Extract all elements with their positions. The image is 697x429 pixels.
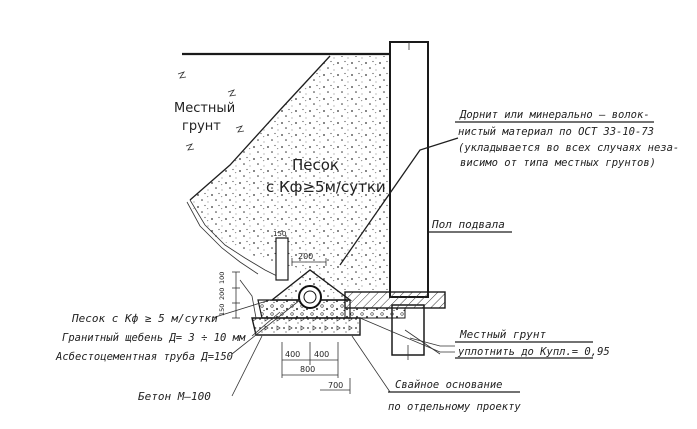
dim-400-left: 400 (285, 350, 300, 359)
sand-backfill (186, 55, 390, 290)
dim-700: 700 (328, 381, 343, 390)
concrete-label: Бетон М–100 (138, 390, 211, 403)
left-dimension-marks (232, 271, 257, 319)
local-soil-top-label: Местный грунт (174, 101, 239, 134)
drain-assembly (251, 237, 361, 336)
foundation-wall (389, 41, 429, 360)
dim-200: 200 (298, 252, 313, 261)
soil-symbols (177, 71, 245, 151)
dim-800: 800 (300, 365, 315, 374)
pile-project-label: по отдельному проекту (388, 401, 521, 413)
sand-main-label: Песок с Кф≥5м/сутки (266, 156, 386, 196)
dim-400-right: 400 (314, 350, 329, 359)
dim-150: 150 (273, 230, 286, 238)
compact-label: уплотнить до Купл.= 0,95 (457, 346, 610, 358)
asbestos-pipe-label: Асбестоцементная труба Д=150 (55, 351, 233, 363)
local-soil-bottom-label: Местный грунт (459, 328, 546, 341)
sand-kf-label: Песок с Кф ≥ 5 м/сутки (71, 312, 218, 325)
basement-floor-label: Пол подвала (431, 218, 505, 231)
dornit-label: Дорнит или минерально – волок- нистый ма… (458, 109, 686, 169)
bottom-dimension-lines (281, 342, 351, 394)
pile-label: Свайное основание (395, 379, 502, 391)
dim-left-2: 200 (218, 288, 226, 300)
leader-lines (211, 121, 654, 397)
granite-label: Гранитный щебень Д= 3 ÷ 10 мм (62, 332, 246, 344)
basement-floor-slab (344, 231, 512, 319)
dim-left-1: 100 (218, 272, 226, 284)
dim-left-3: 150 (218, 304, 226, 316)
